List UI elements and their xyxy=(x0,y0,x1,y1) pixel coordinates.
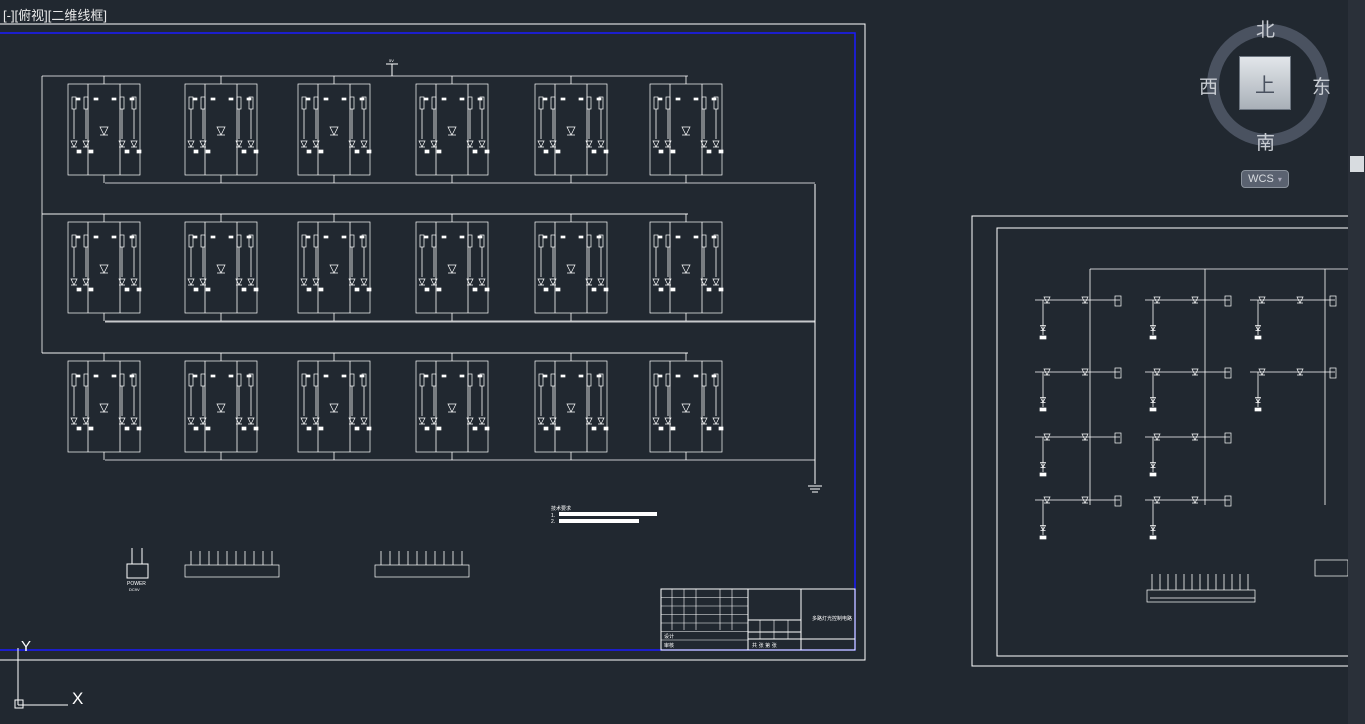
led-driver-module xyxy=(67,353,142,460)
compass-north[interactable]: 北 xyxy=(1256,19,1276,41)
title-block-name: 多路灯光控制电路 xyxy=(812,615,852,622)
notes-item-2: 2. xyxy=(551,519,555,525)
notes-title: 技术要求 xyxy=(551,505,571,512)
supply-label: 5V xyxy=(389,58,394,63)
chevron-down-icon: ▾ xyxy=(1277,174,1282,184)
led-driver-module xyxy=(297,214,372,321)
power-connector: POWER DC9V xyxy=(126,548,149,592)
left-schematic-sheet: 5V 技术要求 1. 2. POWER DC9V 多路灯光控 xyxy=(0,23,866,661)
title-block: 多路灯光控制电路 设计 审核 共 张 第 张 xyxy=(660,588,856,651)
compass-west[interactable]: 西 xyxy=(1199,76,1219,98)
led-driver-module xyxy=(297,76,372,183)
notes-item-1: 1. xyxy=(551,513,555,519)
led-driver-module xyxy=(67,214,142,321)
led-driver-module xyxy=(649,353,724,460)
scrollbar-thumb[interactable] xyxy=(1350,156,1364,172)
wcs-menu-button[interactable]: WCS ▾ xyxy=(1241,170,1289,188)
led-driver-module xyxy=(415,214,490,321)
led-driver-module xyxy=(534,76,609,183)
right-sheet-inner-border xyxy=(996,227,1348,657)
led-driver-module xyxy=(534,214,609,321)
viewport-controls-label[interactable]: [-][俯视][二维线框] xyxy=(3,8,108,23)
right-sheet-outer-border xyxy=(971,215,1348,667)
led-driver-module xyxy=(415,353,490,460)
viewcube[interactable]: 上 北 南 西 东 WCS ▾ xyxy=(1195,14,1340,194)
layout-border xyxy=(0,32,856,651)
led-driver-module xyxy=(297,353,372,460)
title-block-design: 设计 xyxy=(664,633,674,640)
led-driver-module xyxy=(67,76,142,183)
ucs-icon: Y X xyxy=(14,638,83,709)
power-connector-sub: DC9V xyxy=(129,587,140,592)
title-block-sheet: 共 张 第 张 xyxy=(752,642,777,649)
sheet-border xyxy=(0,23,866,661)
led-driver-module xyxy=(649,76,724,183)
led-driver-module xyxy=(184,353,259,460)
led-driver-module xyxy=(534,353,609,460)
viewcube-top-face[interactable]: 上 xyxy=(1239,56,1291,110)
led-driver-module xyxy=(649,214,724,321)
vertical-scrollbar[interactable] xyxy=(1348,0,1365,724)
compass-south[interactable]: 南 xyxy=(1256,132,1276,154)
ucs-y-label: Y xyxy=(21,638,31,655)
ucs-x-label: X xyxy=(72,689,83,708)
wcs-label: WCS xyxy=(1248,173,1274,185)
right-schematic-sheet xyxy=(971,215,1348,667)
power-connector-label: POWER xyxy=(127,581,146,587)
led-driver-module xyxy=(184,76,259,183)
led-driver-module xyxy=(415,76,490,183)
compass-east[interactable]: 东 xyxy=(1312,76,1332,98)
header-connectors xyxy=(184,551,470,578)
led-module-rows xyxy=(41,75,815,461)
title-block-check: 审核 xyxy=(664,642,674,649)
led-driver-module xyxy=(184,214,259,321)
